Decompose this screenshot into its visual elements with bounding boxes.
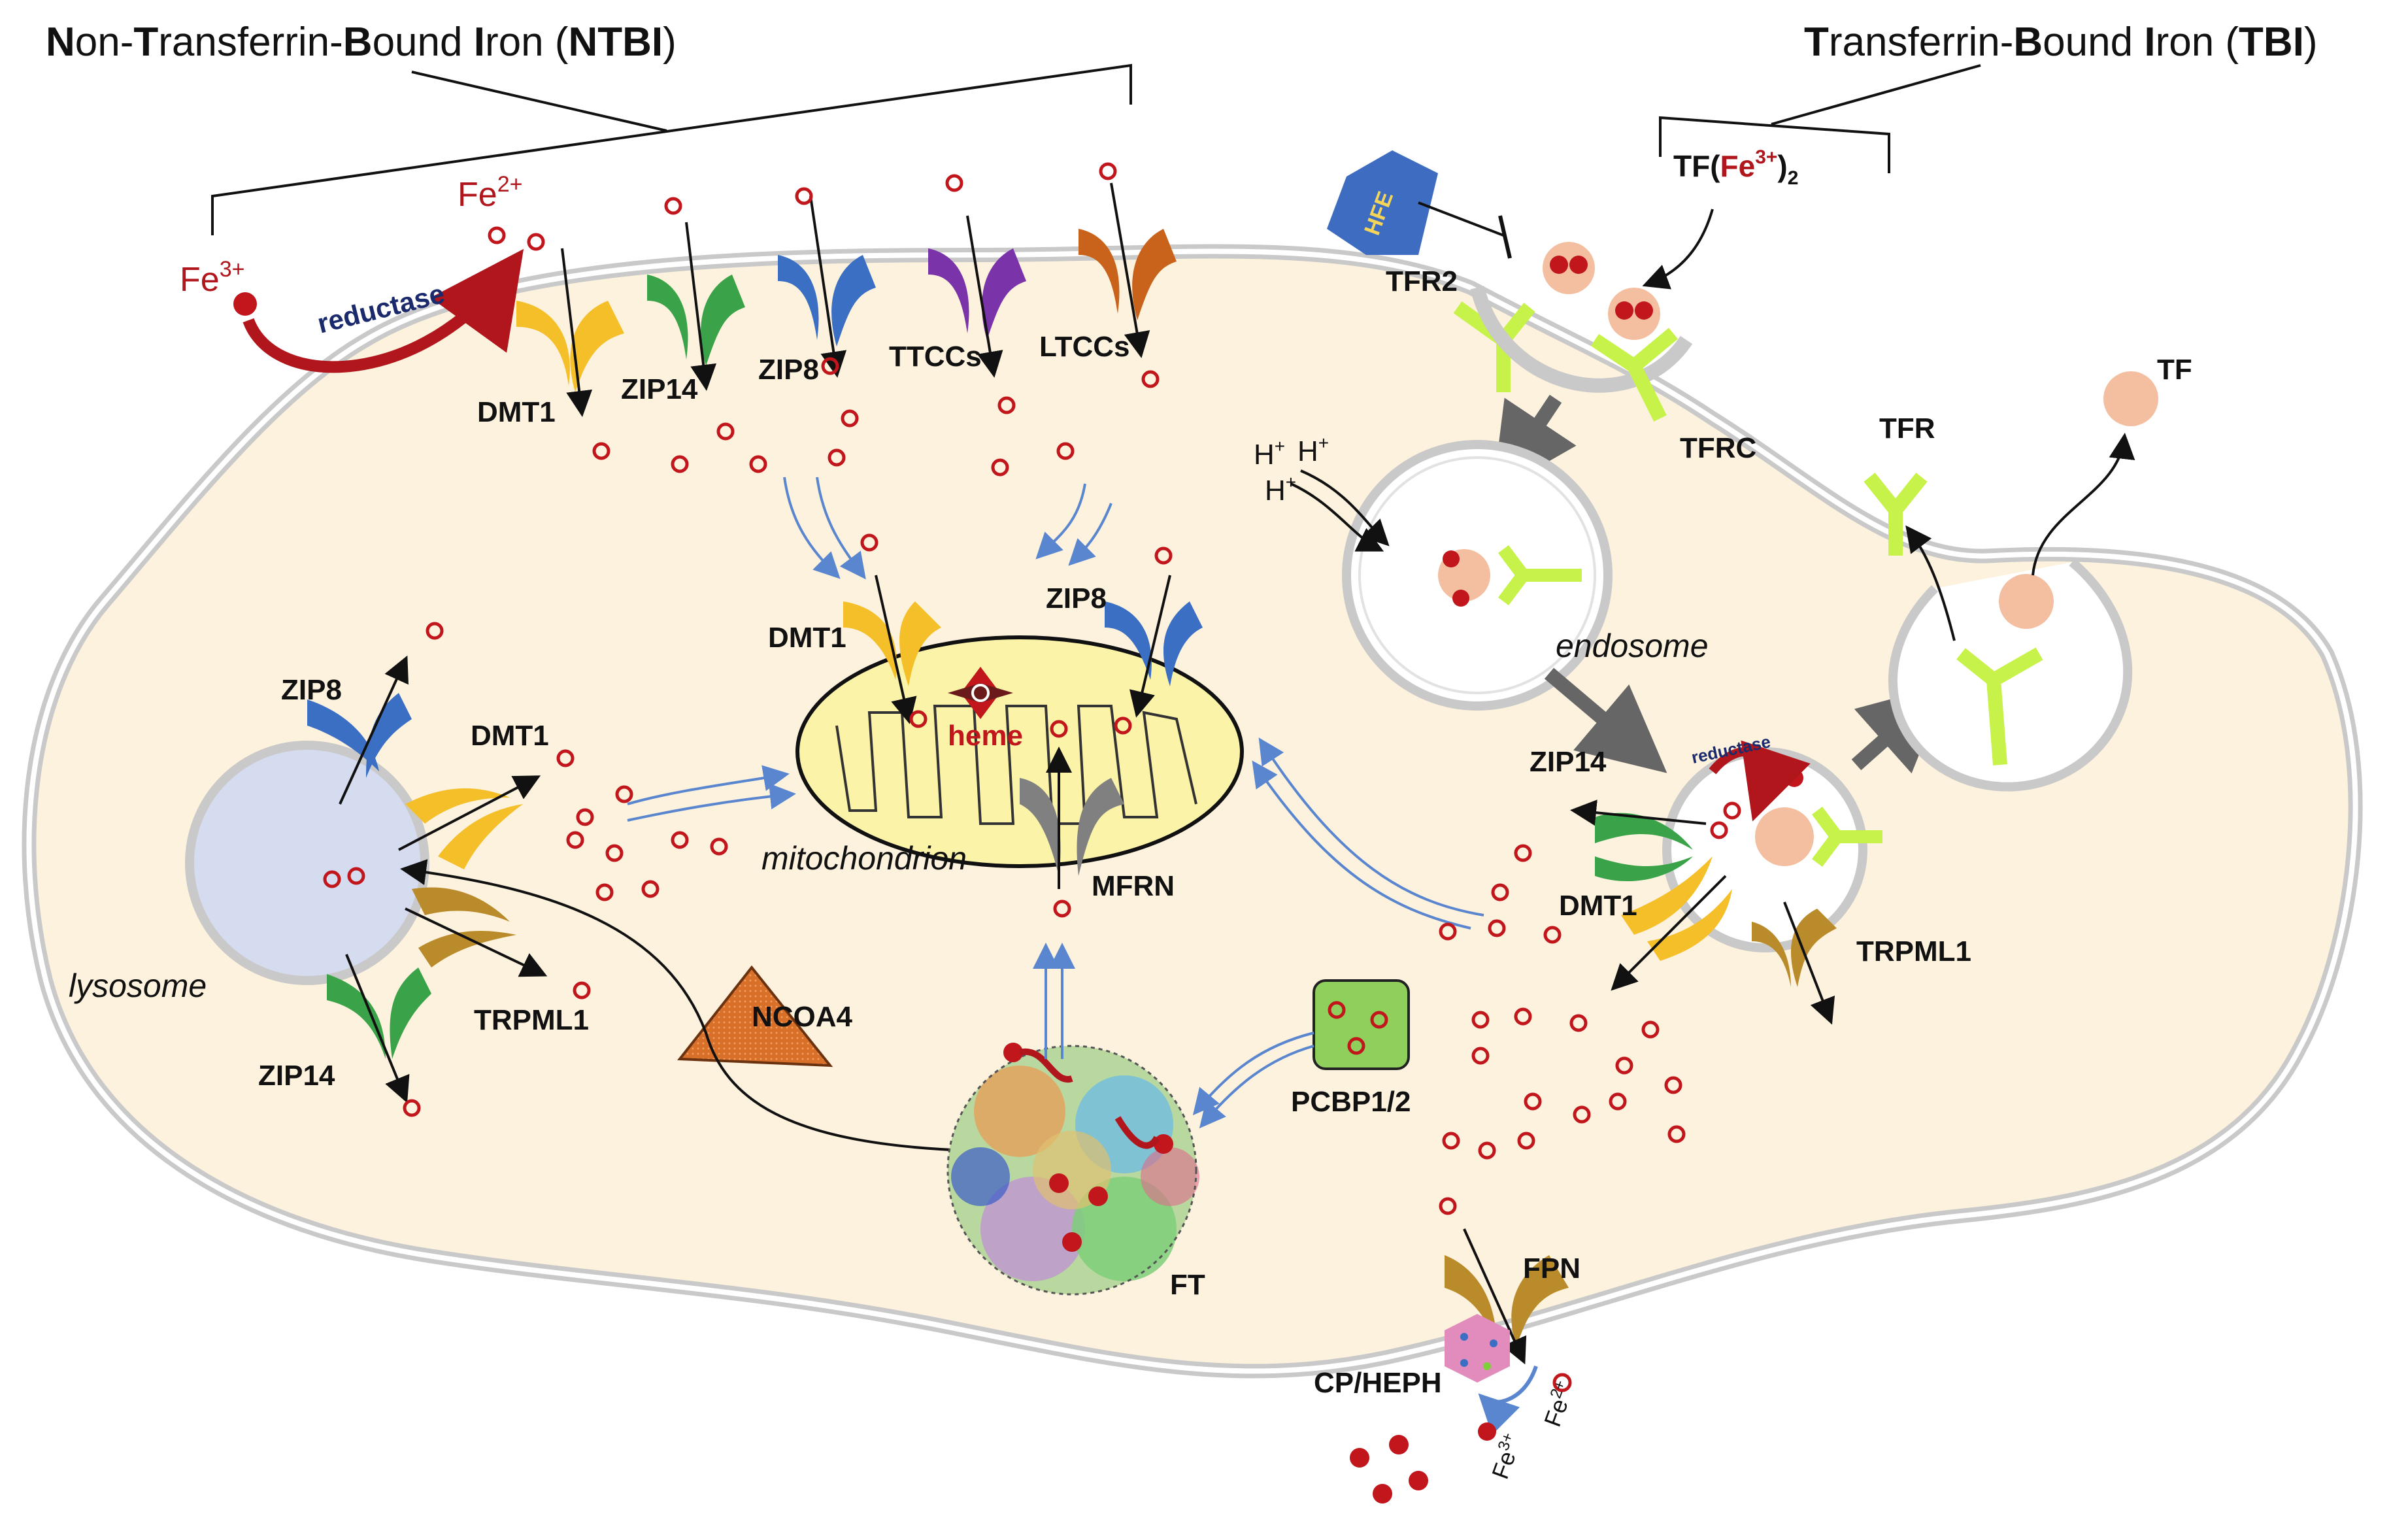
tbi-bracket [1659, 64, 1981, 173]
ferritinophagy-arrow [400, 859, 968, 1152]
dmt1-transporter-top: DMT1 [477, 248, 624, 428]
cytosol-to-mito-arrows [627, 477, 1484, 930]
dmt1-transporter-endosome: DMT1 [1559, 856, 1732, 991]
zip8-transporter-mito: ZIP8 [1046, 575, 1203, 718]
ltccs-transporter: LTCCs [1039, 182, 1177, 363]
mfrn-transporter: MFRN [1020, 747, 1175, 902]
svg-text:Transferrin-Bound Iron (TBI): Transferrin-Bound Iron (TBI) [1804, 20, 2318, 65]
svg-text:FT: FT [1170, 1269, 1205, 1301]
ttccs-transporter: TTCCs [889, 215, 1026, 378]
hfe-inhibition [1418, 201, 1504, 237]
svg-text:ZIP8: ZIP8 [758, 354, 819, 386]
ntbi-bracket [211, 63, 1132, 235]
svg-text:NCOA4: NCOA4 [752, 1001, 853, 1033]
ntbi-title: Non-Transferrin-Bound Iron (NTBI) [46, 20, 677, 65]
svg-text:lysosome: lysosome [69, 967, 207, 1004]
dmt1-transporter-mito: DMT1 [768, 575, 941, 724]
trpml1-transporter-endosome: TRPML1 [1752, 901, 1971, 1025]
ferritin-ft: FT [946, 1043, 1205, 1301]
svg-text:H+: H+ [1265, 472, 1296, 507]
svg-text:FPN: FPN [1523, 1252, 1580, 1285]
svg-text:endosome: endosome [1556, 628, 1709, 664]
svg-text:H+: H+ [1254, 436, 1285, 471]
dmt1-transporter-lyso: DMT1 [398, 720, 549, 869]
fe3-ion [233, 292, 257, 316]
lysosome: lysosome [69, 741, 429, 1004]
svg-text:heme: heme [948, 720, 1023, 752]
extracellular-fe3-ions [1350, 1435, 1428, 1504]
svg-text:MFRN: MFRN [1092, 870, 1175, 902]
reductase-arrow [242, 248, 524, 373]
svg-text:ZIP8: ZIP8 [1046, 582, 1107, 614]
zip14-transporter-top: ZIP14 [621, 222, 745, 405]
svg-text:Non-Transferrin-Bound Iron (NT: Non-Transferrin-Bound Iron (NTBI) [46, 20, 677, 65]
svg-text:Fe2+: Fe2+ [458, 172, 522, 214]
svg-text:LTCCs: LTCCs [1039, 331, 1130, 363]
transferrin: TF [2103, 354, 2192, 426]
svg-text:DMT1: DMT1 [1559, 890, 1637, 922]
fpn-transporter: FPN [1445, 1228, 1580, 1365]
ft-to-mito-arrows [1033, 943, 1075, 1059]
tfrc-receptor: TFRC [1590, 288, 1756, 464]
svg-text:TTCCs: TTCCs [889, 341, 982, 373]
recycling-endosome [1888, 558, 2133, 792]
endocytosis-arrow [1492, 394, 1577, 494]
svg-text:TRPML1: TRPML1 [474, 1004, 589, 1036]
fe3-ion-label: Fe3+ [180, 257, 244, 299]
tbi-title: Transferrin-Bound Iron (TBI) [1804, 20, 2318, 65]
cp-heph-enzyme: CP/HEPH [1314, 1314, 1510, 1399]
zip8-transporter-lyso: ZIP8 [281, 655, 412, 805]
tf-fe3-complex-label: TF(Fe3+)2 [1673, 146, 1798, 189]
svg-text:TRPML1: TRPML1 [1856, 935, 1971, 967]
proton-labels: H+ H+ H+ [1254, 433, 1329, 507]
svg-text:mitochondrion: mitochondrion [761, 840, 967, 877]
svg-text:TFR: TFR [1879, 412, 1935, 445]
svg-text:Fe3+: Fe3+ [180, 257, 244, 299]
svg-text:Fe2+: Fe2+ [1537, 1378, 1579, 1430]
endosome: endosome [1342, 440, 1709, 711]
zip14-transporter-endosome: ZIP14 [1530, 746, 1707, 882]
pcbp-chaperone: PCBP1/2 [1291, 979, 1411, 1118]
svg-text:ZIP14: ZIP14 [1530, 746, 1607, 778]
fe2-ion-label: Fe2+ [458, 172, 522, 214]
svg-text:ZIP14: ZIP14 [621, 373, 698, 405]
svg-text:H+: H+ [1297, 433, 1329, 467]
svg-text:CP/HEPH: CP/HEPH [1314, 1367, 1442, 1399]
late-endosome: reductase [1662, 731, 1882, 952]
fe2-outside-label: Fe2+ [1537, 1373, 1579, 1430]
svg-text:DMT1: DMT1 [477, 396, 556, 428]
zip8-transporter-top: ZIP8 [758, 195, 876, 386]
svg-text:ZIP14: ZIP14 [258, 1060, 335, 1092]
trpml1-transporter-lyso: TRPML1 [405, 887, 589, 1036]
svg-text:TFRC: TFRC [1680, 432, 1756, 464]
svg-text:ZIP8: ZIP8 [281, 674, 342, 706]
svg-text:PCBP1/2: PCBP1/2 [1291, 1086, 1411, 1118]
svg-text:TFR2: TFR2 [1386, 265, 1458, 297]
svg-text:TF: TF [2157, 354, 2192, 386]
svg-text:DMT1: DMT1 [768, 622, 846, 654]
svg-text:TF(Fe3+)2: TF(Fe3+)2 [1673, 146, 1798, 189]
hfe-protein: HFE [1327, 150, 1438, 255]
fe3-outside-label: Fe3+ [1478, 1422, 1521, 1483]
tfr-receptor: TFR [1864, 412, 1935, 556]
svg-text:DMT1: DMT1 [471, 720, 549, 752]
ncoa4-protein: NCOA4 [677, 965, 853, 1067]
labile-iron-pool [323, 162, 1686, 1215]
zip14-transporter-lyso: ZIP14 [258, 954, 431, 1103]
